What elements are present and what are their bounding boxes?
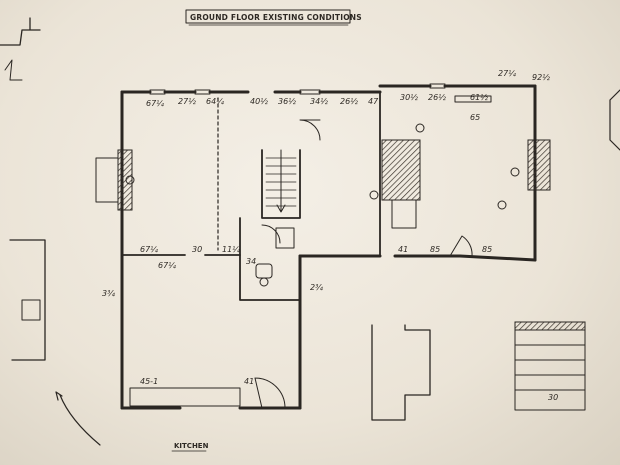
title-block: GROUND FLOOR EXISTING CONDITIONS	[185, 9, 362, 26]
dimension-text: 41	[244, 377, 254, 386]
fireplace-west	[95, 149, 133, 211]
interior-walls	[121, 91, 381, 301]
fireplace-center	[381, 139, 421, 229]
arrow-curve	[59, 394, 101, 446]
detail-right-edge	[609, 89, 620, 151]
stair	[265, 149, 297, 213]
windows	[149, 83, 492, 103]
dimension-text: 11¼	[222, 245, 240, 254]
dimension-text: 26½	[340, 97, 358, 106]
dimension-text: 27½	[178, 97, 196, 106]
detail-top-left	[0, 17, 41, 46]
fireplace-east	[527, 139, 551, 191]
dimension-text: 40½	[250, 97, 268, 106]
markers	[125, 123, 520, 210]
dimension-text: 61½	[470, 93, 488, 102]
dimension-text: 3¾	[102, 289, 115, 298]
dimension-text: 2¾	[310, 283, 323, 292]
dimension-text: 30	[548, 393, 558, 402]
bath-walls	[239, 217, 301, 301]
stair-walls	[261, 149, 301, 219]
room-label-kitchen: KITCHEN	[174, 442, 209, 450]
south-wall-right	[298, 254, 537, 262]
dimension-text: 47	[368, 97, 379, 106]
detail-sketches	[0, 17, 620, 446]
dimension-text: 34	[246, 257, 256, 266]
dimension-text: 30½	[400, 93, 418, 102]
dimension-text: 26½	[428, 93, 446, 102]
dimension-text: 34½	[310, 97, 328, 106]
drawing-title: GROUND FLOOR EXISTING CONDITIONS	[190, 13, 362, 22]
sink	[275, 227, 295, 249]
dimension-text: 92½	[532, 73, 550, 82]
dimension-text: 67¼	[146, 99, 164, 108]
detail-stair-section	[514, 329, 586, 411]
kitchen-counter	[129, 387, 241, 407]
dimension-text: 41	[398, 245, 408, 254]
door-swing-2	[261, 224, 281, 244]
dimension-text: 27¼	[498, 69, 516, 78]
dimension-text: 36½	[278, 97, 296, 106]
dimension-text: 64¼	[206, 97, 224, 106]
bath-fixtures	[255, 227, 295, 287]
exterior-walls	[120, 84, 537, 410]
detail-molding	[371, 324, 431, 421]
dimension-text: 67¼	[158, 261, 176, 270]
dimension-text: 85	[482, 245, 492, 254]
toilet	[255, 263, 273, 279]
title-box	[185, 9, 351, 24]
dimension-text: 67¼	[140, 245, 158, 254]
detail-left-section	[9, 239, 46, 361]
dimension-text: 65	[470, 113, 480, 122]
dimension-text: 45-1	[140, 377, 158, 386]
doors	[254, 119, 473, 409]
door-swing-4	[449, 235, 473, 257]
dimension-text: 30	[192, 245, 202, 254]
dimension-text: 85	[430, 245, 440, 254]
door-swing-1	[299, 119, 321, 141]
door-swing-3	[254, 377, 286, 409]
dimension-notes: 67¼ 27½ 64¼ 40½ 36½ 34½ 26½ 47 30½ 26½ 6…	[102, 69, 558, 402]
